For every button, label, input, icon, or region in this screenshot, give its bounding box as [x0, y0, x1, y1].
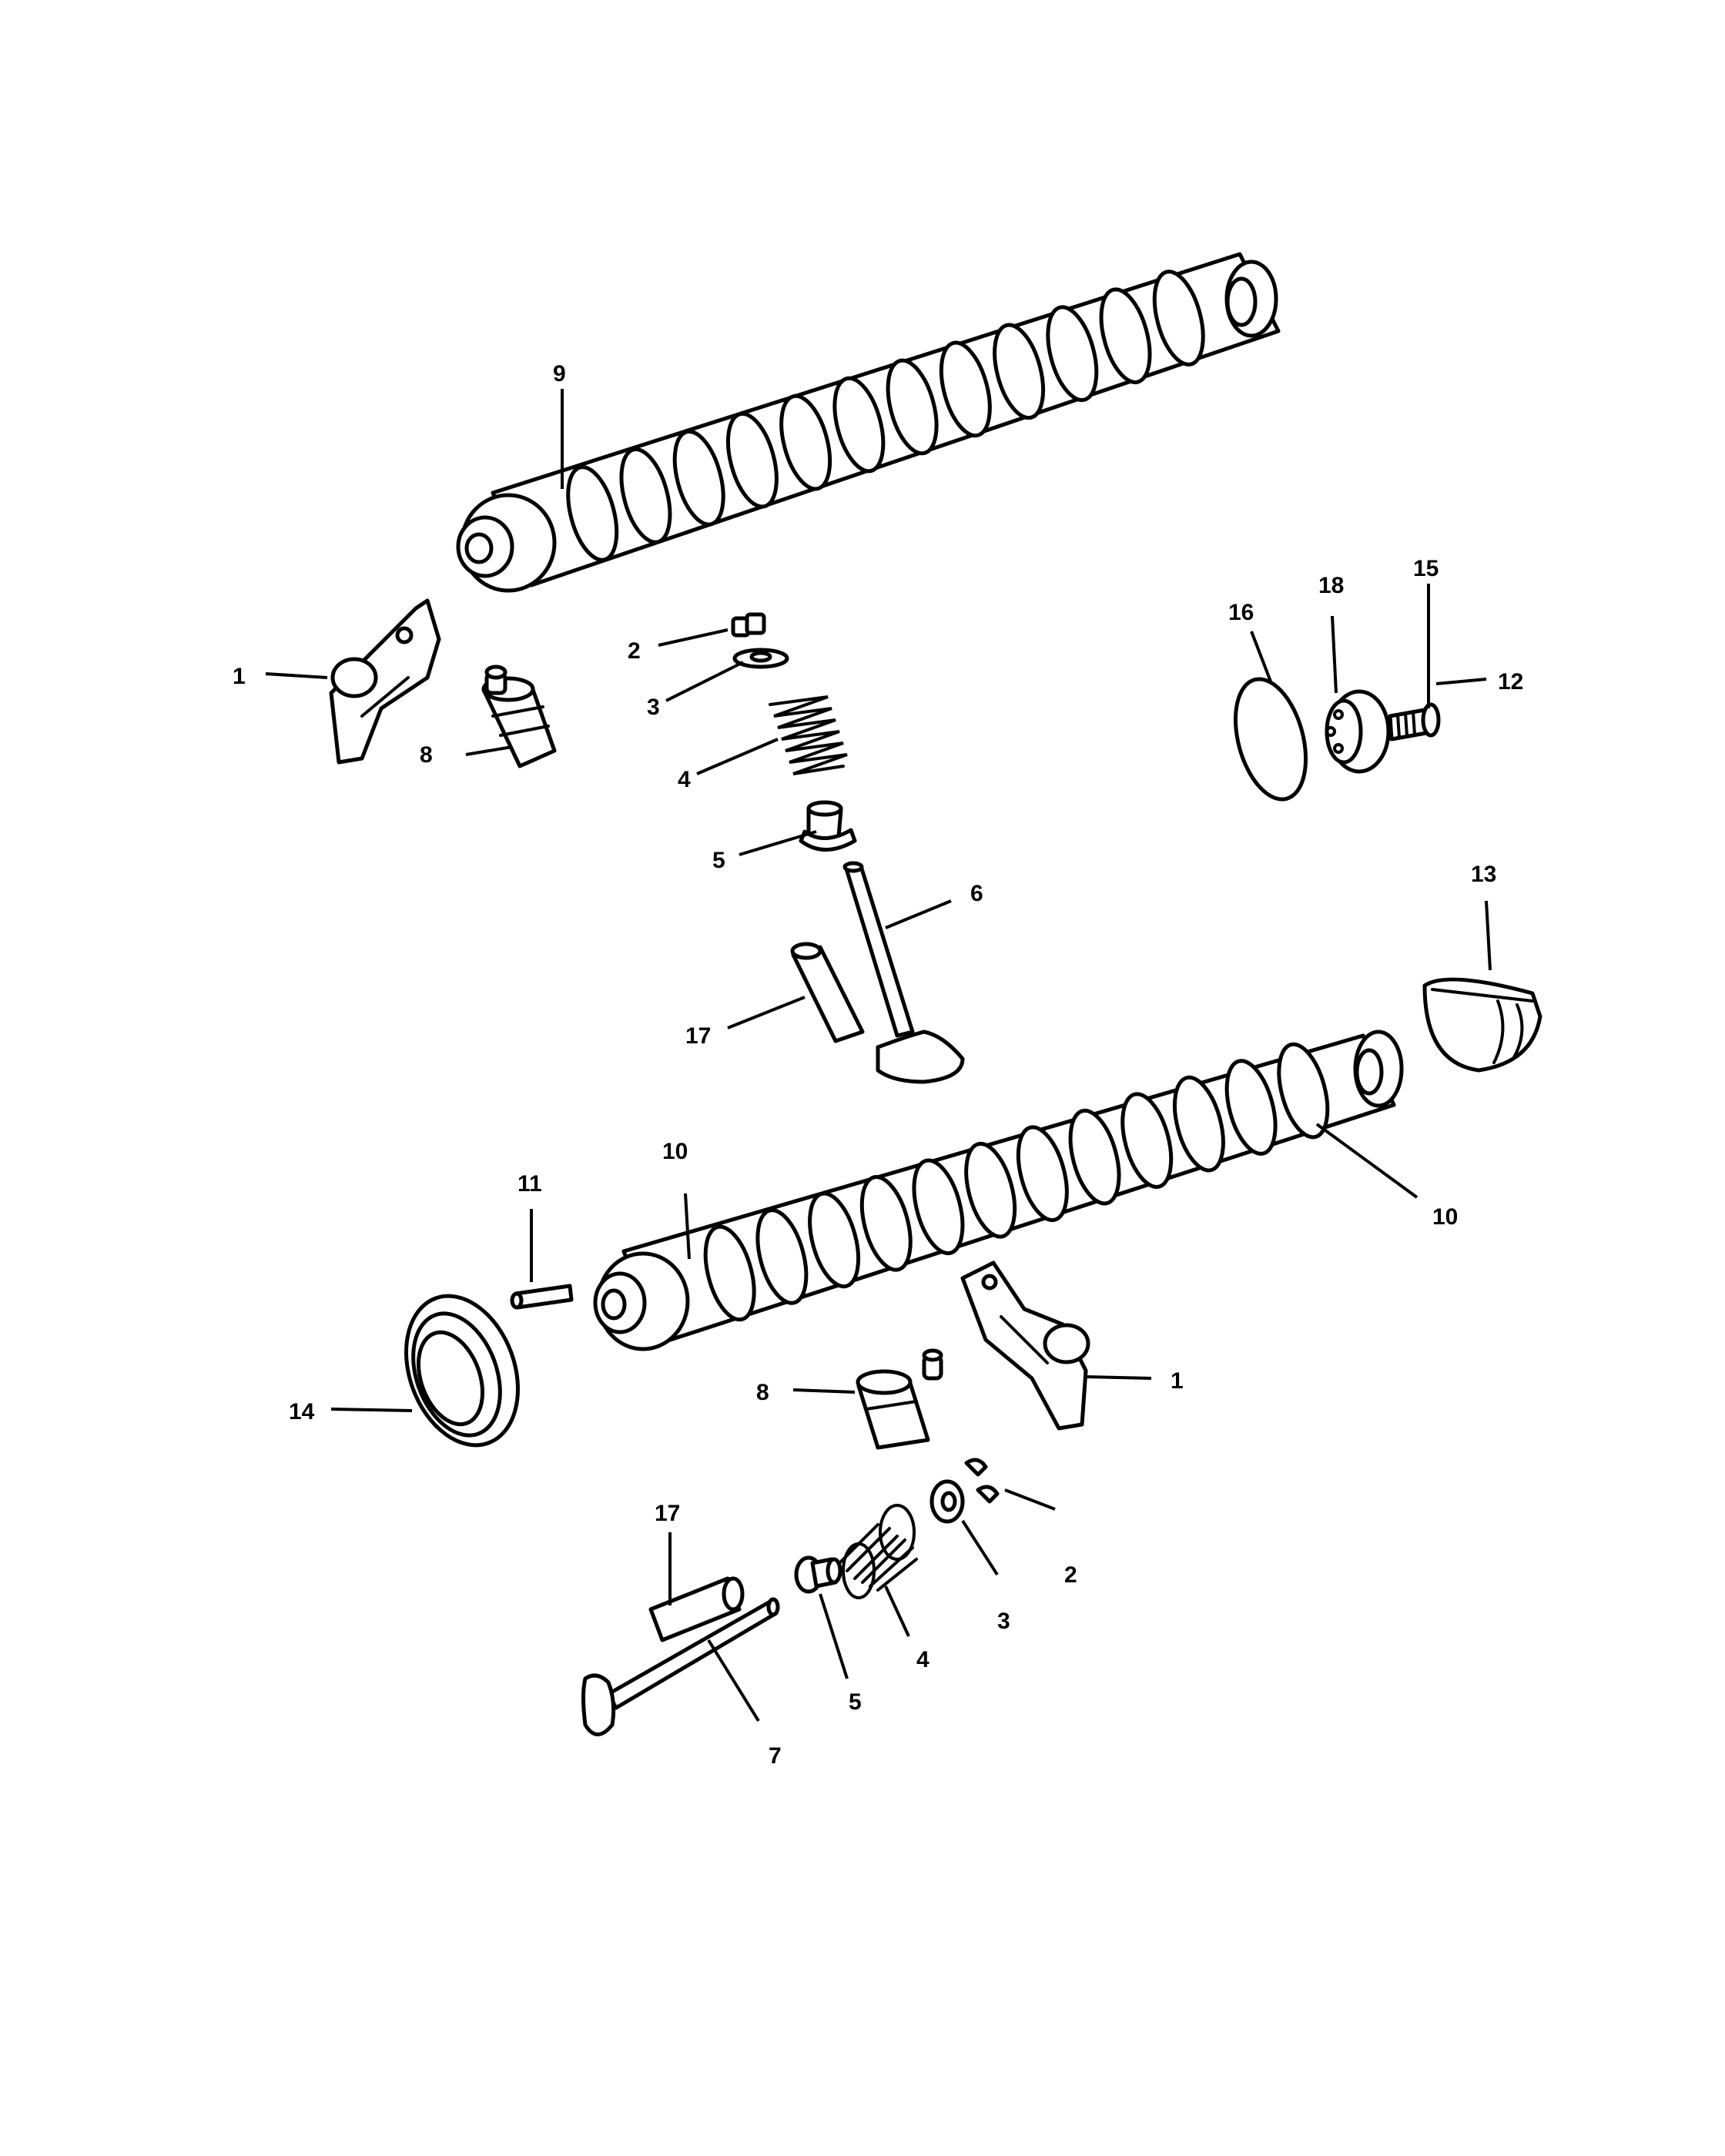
callout-6: 6 — [970, 881, 983, 906]
upper-camshaft — [456, 252, 1281, 593]
callout-13: 13 — [1471, 862, 1496, 887]
cam-lobe — [939, 340, 992, 438]
callout-7: 7 — [769, 1743, 782, 1769]
callout-14: 14 — [289, 1399, 315, 1424]
callout-labels: 1 8 2 3 4 5 6 17 9 18 16 15 12 13 10 10 … — [233, 361, 1523, 1769]
cam-lobe — [832, 376, 886, 474]
sprocket-bolt — [1388, 702, 1441, 742]
callout-4-lower: 4 — [916, 1647, 929, 1672]
callout-3-lower: 3 — [997, 1609, 1010, 1634]
cam-lobe — [1046, 305, 1099, 403]
valve-spring-upper — [769, 695, 848, 775]
camshaft-sprocket-hub — [1325, 689, 1391, 774]
cam-lobe — [808, 1191, 861, 1289]
cam-lobe — [1099, 287, 1152, 384]
o-ring-seal — [1233, 677, 1308, 802]
callout-16: 16 — [1228, 600, 1254, 625]
callout-10-right: 10 — [1432, 1204, 1458, 1230]
cam-lobe — [912, 1158, 965, 1256]
callout-17-lower: 17 — [655, 1501, 680, 1526]
hydraulic-lifter-upper — [481, 665, 557, 768]
callout-3-upper: 3 — [647, 695, 660, 720]
callout-15: 15 — [1413, 556, 1439, 581]
cam-lobe — [1016, 1125, 1069, 1223]
spring-retainer-upper — [732, 648, 789, 669]
dowel-pin — [510, 1284, 574, 1310]
callout-2-lower: 2 — [1064, 1562, 1077, 1588]
cam-lobe — [1224, 1059, 1278, 1156]
cam-lobe — [886, 358, 939, 456]
rocker-arm-lower — [960, 1260, 1090, 1431]
valve-keeper-lower — [964, 1458, 1000, 1504]
camshaft-oil-seal — [404, 1294, 520, 1448]
valve-keeper-upper — [731, 612, 766, 638]
cam-lobe — [993, 323, 1046, 420]
exhaust-valve — [581, 1597, 780, 1736]
camshaft-end-cap — [1422, 977, 1542, 1073]
callout-2-upper: 2 — [628, 638, 641, 664]
valve-spring-lower — [838, 1504, 918, 1599]
callout-8-upper: 8 — [420, 742, 433, 768]
callout-12: 12 — [1498, 669, 1523, 695]
callout-5-lower: 5 — [849, 1689, 862, 1715]
spring-retainer-lower — [929, 1479, 965, 1524]
callout-8-lower: 8 — [756, 1380, 769, 1405]
callout-11: 11 — [518, 1171, 542, 1197]
valve-seal-lower — [794, 1555, 842, 1594]
valve-seal-upper — [799, 800, 857, 852]
callout-18: 18 — [1318, 573, 1344, 598]
cam-lobe — [672, 429, 725, 527]
cam-lobe — [755, 1208, 809, 1305]
cam-lobe — [1068, 1108, 1121, 1206]
rocker-arm-upper — [329, 598, 441, 765]
callout-9: 9 — [553, 361, 566, 387]
cam-lobe — [779, 393, 832, 491]
callout-5-upper: 5 — [712, 848, 725, 873]
cam-lobe — [964, 1141, 1017, 1239]
cam-lobe — [1277, 1042, 1330, 1140]
cam-lobe — [1152, 270, 1205, 367]
lower-camshaft — [593, 1029, 1404, 1351]
leader-lines — [265, 389, 1492, 1722]
callout-17-upper: 17 — [685, 1023, 711, 1049]
cam-lobe — [1120, 1092, 1174, 1189]
cam-lobe — [859, 1175, 913, 1272]
valve-guide-lower — [648, 1576, 745, 1642]
callout-4-upper: 4 — [678, 767, 691, 792]
callout-1-upper: 1 — [233, 664, 246, 689]
cam-lobe — [1172, 1075, 1225, 1173]
cam-lobe — [619, 447, 672, 544]
cam-lobe — [566, 465, 619, 562]
callout-10-upper: 10 — [662, 1139, 688, 1164]
callout-1-lower: 1 — [1171, 1368, 1184, 1394]
hydraulic-lifter-lower — [856, 1348, 943, 1450]
intake-valve — [842, 861, 965, 1084]
cam-lobe — [725, 411, 779, 509]
cam-lobe — [703, 1224, 756, 1322]
valve-guide-upper — [790, 942, 865, 1043]
